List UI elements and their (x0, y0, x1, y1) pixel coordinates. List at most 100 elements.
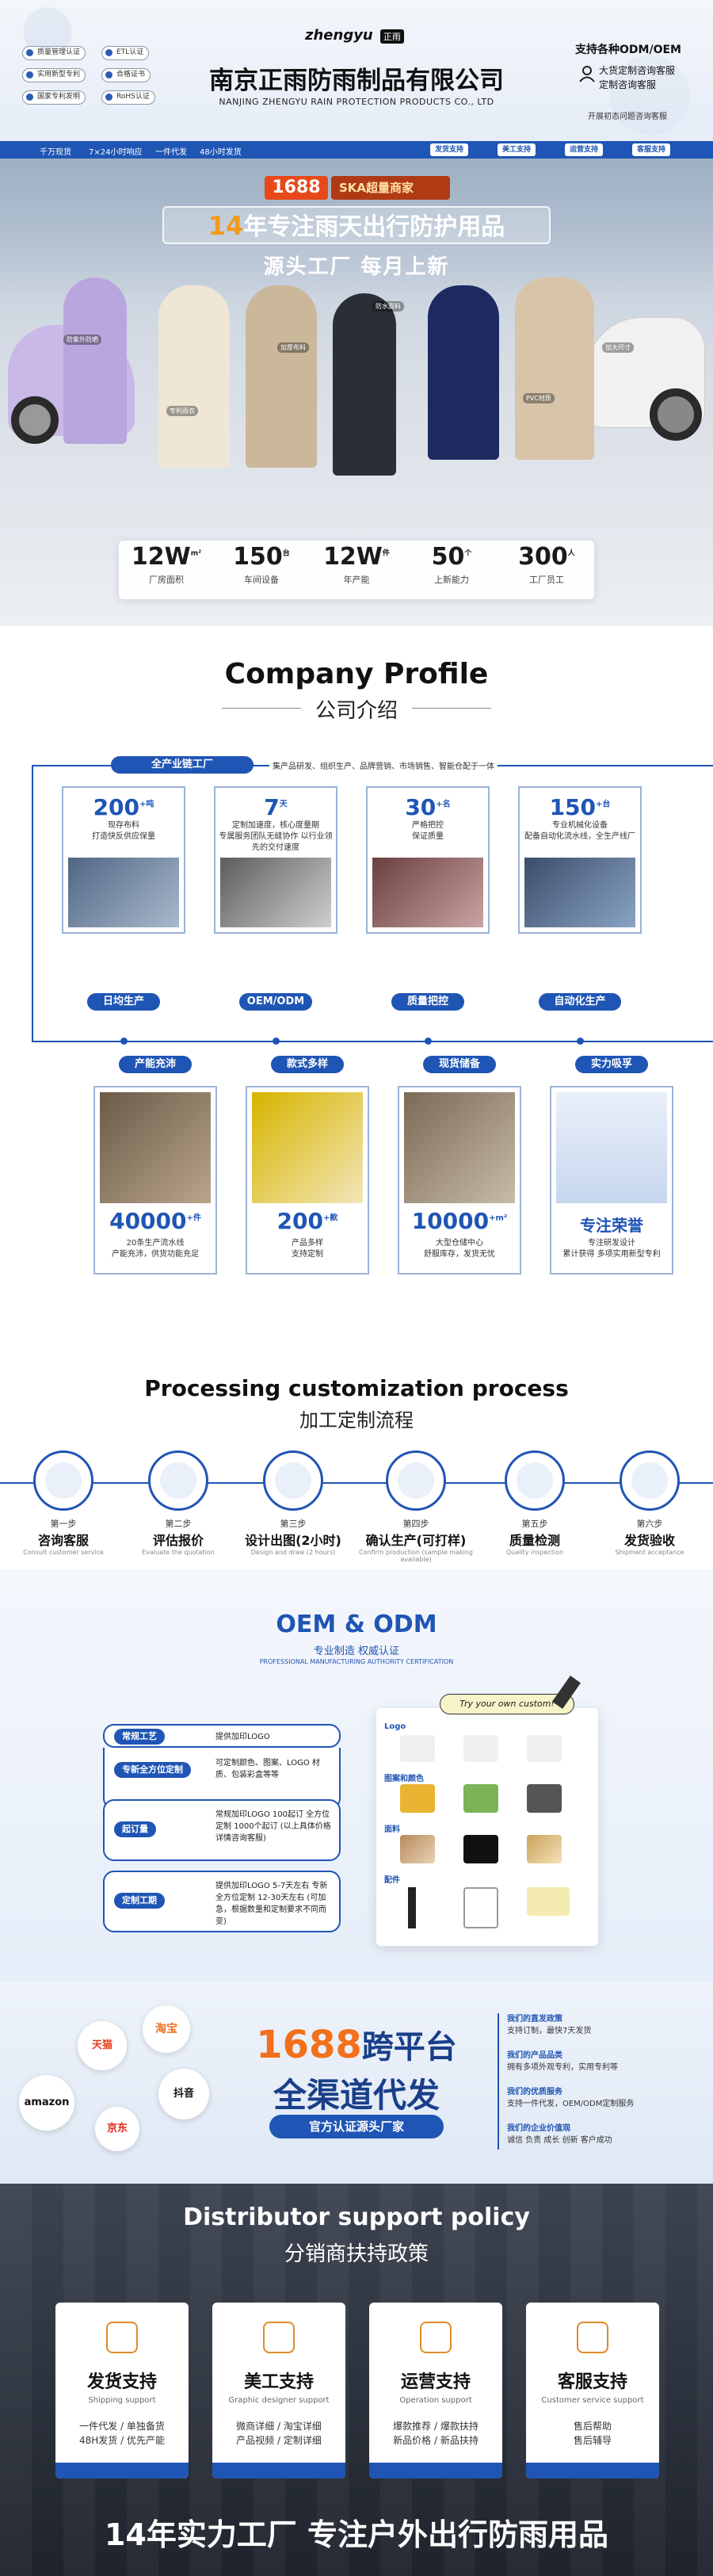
operation-support-button[interactable]: 运营支持 (565, 143, 604, 156)
connector-line (32, 1041, 713, 1042)
profile-card: 200+吨 现存布料 打造快反供应保量 (62, 786, 185, 934)
pattern-option[interactable] (527, 1784, 562, 1813)
chain-description: 集产品研发、组织生产、品牌营销、市场销售、智能仓配于一体 (269, 759, 498, 771)
zipper-option[interactable] (408, 1887, 416, 1928)
try-custom-bubble: Try your own custom! (440, 1694, 574, 1714)
cert-badge: 国家专利发明 (22, 90, 86, 105)
policy-bullet: 我们的直发政策支持订制，最快7天发货 (507, 2015, 592, 2035)
badge-ska: SKA超量商家 (331, 176, 450, 200)
cord-option[interactable] (463, 1887, 498, 1928)
logo-option[interactable] (527, 1735, 562, 1762)
stat-item: 300人工厂员工 (518, 543, 575, 585)
callout: 防水面料 (372, 301, 404, 311)
policy-bullet: 我们的产品品类拥有多项外观专利，实用专利等 (507, 2051, 618, 2072)
product-variety-photo (252, 1092, 363, 1203)
pattern-option[interactable] (463, 1784, 498, 1813)
oem-title: OEM & ODM (276, 1611, 437, 1638)
bullet-line (498, 2013, 499, 2150)
process-title-en: Processing customization process (144, 1375, 569, 1401)
pocket-option[interactable] (527, 1887, 570, 1916)
warehouse-photo (404, 1092, 515, 1203)
profile-title-cn: 公司介绍 (315, 699, 398, 723)
profile-card: 专注荣誉 专注研发设计累计获得 多项实用新型专利 (550, 1086, 673, 1275)
model-khaki-coat (246, 285, 317, 468)
sewing-photo (220, 858, 331, 927)
official-factory-button[interactable]: 官方认证源头厂家 (269, 2115, 444, 2138)
logo-option[interactable] (463, 1735, 498, 1762)
channels-subtitle: 全渠道代发 (273, 2076, 440, 2115)
logo-option[interactable] (400, 1735, 435, 1762)
certificates-photo (556, 1092, 667, 1203)
stat-item: 150台车间设备 (233, 543, 290, 585)
service-bar: 千万现货 7×24小时响应 一件代发 48小时发货 发货支持 美工支持 运营支持… (0, 141, 713, 159)
service-support-button[interactable]: 客服支持 (632, 143, 671, 156)
card-pill: 款式多样 (271, 1056, 344, 1073)
profile-card: 40000+件 20条生产流水线产能充沛，供货功能充足 (93, 1086, 217, 1275)
design-support-button[interactable]: 美工支持 (498, 143, 536, 156)
consult-line-2[interactable]: 定制咨询客服 (599, 79, 657, 90)
consult-footer: 开展初态问题咨询客服 (588, 113, 667, 121)
model-purple-poncho (63, 277, 127, 444)
stat-item: 50个上新能力 (431, 543, 472, 585)
callout: PVC材质 (523, 393, 555, 403)
policy-title-cn: 分销商扶持政策 (284, 2242, 429, 2266)
svc-item: 48小时发货 (200, 148, 242, 157)
amazon-logo: amazon (19, 2075, 74, 2131)
process-title-cn: 加工定制流程 (299, 1409, 414, 1431)
shipping-icon (106, 2322, 138, 2353)
process-section: Processing customization process 加工定制流程 … (0, 1340, 713, 1569)
process-step: 第三步设计出图(2小时)Design and draw (2 hours) (238, 1450, 349, 1556)
oem-row: 起订量 常规加印LOGO 100起订 全方位定制 1000个起订 (以上具体价格… (103, 1799, 341, 1861)
chain-label: 全产业链工厂 (111, 756, 254, 774)
card-pill: 实力吸孚 (575, 1056, 648, 1073)
fabric-option[interactable] (400, 1835, 435, 1863)
stat-item: 12W件年产能 (323, 543, 390, 585)
company-name-cn: 南京正雨防雨制品有限公司 (209, 67, 504, 95)
card-pill: 产能充沛 (119, 1056, 192, 1073)
callout: 加厚布料 (277, 342, 309, 353)
custom-panel: Try your own custom! Logo 图案和颜色 面料 配件 (376, 1676, 598, 1946)
company-name-en: NANJING ZHENGYU RAIN PROTECTION PRODUCTS… (219, 97, 494, 107)
handshake-icon (620, 1450, 680, 1511)
cert-badge: RoHS认证 (101, 90, 155, 105)
odm-support-title: 支持各种ODM/OEM (575, 44, 681, 56)
inspection-icon (505, 1450, 565, 1511)
production-line-photo (100, 1092, 211, 1203)
pattern-option[interactable] (400, 1784, 435, 1813)
model-navy-suit (428, 285, 499, 460)
divider (412, 708, 491, 709)
hero-banner: 1688 SKA超量商家 14年专注雨天出行防护用品 源头工厂 每月上新 防紫外… (0, 159, 713, 626)
design-tools-icon (263, 2322, 295, 2353)
scooter-wheel (11, 396, 59, 444)
hero-subtitle: 源头工厂 每月上新 (263, 255, 450, 279)
policy-title-en: Distributor support policy (183, 2203, 530, 2231)
quote-icon (148, 1450, 208, 1511)
operation-chart-icon (420, 2322, 452, 2353)
oem-odm-section: OEM & ODM 专业制造 权威认证 PROFESSIONAL MANUFAC… (0, 1569, 713, 1982)
consult-line-1[interactable]: 大货定制咨询客服 (599, 65, 676, 76)
connector-dot (425, 1038, 432, 1045)
callout: 防紫外防晒 (63, 334, 101, 345)
page-header: 质量管理认证 ETL认证 实用新型专利 合格证书 国家专利发明 RoHS认证 z… (0, 0, 713, 143)
fabric-option[interactable] (527, 1835, 562, 1863)
svc-item: 7×24小时响应 (89, 148, 143, 157)
process-step: 第四步确认生产(可打样)Confirm production (sample m… (353, 1450, 479, 1563)
fabric-option[interactable] (463, 1835, 498, 1863)
divider (222, 708, 301, 709)
design-icon (263, 1450, 323, 1511)
panel-section-label: 配件 (384, 1876, 400, 1885)
shipping-support-button[interactable]: 发货支持 (430, 143, 469, 156)
panel-section-label: Logo (384, 1722, 406, 1731)
footer-slogan: 14年实力工厂 专注户外出行防雨用品 (104, 2517, 609, 2552)
douyin-logo: 抖音 (158, 2069, 209, 2119)
quality-check-photo (372, 858, 483, 927)
profile-card: 7天 定制加速度，核心度量期 专属服务团队无缝协作 以行业领先的交付速度 (214, 786, 337, 934)
